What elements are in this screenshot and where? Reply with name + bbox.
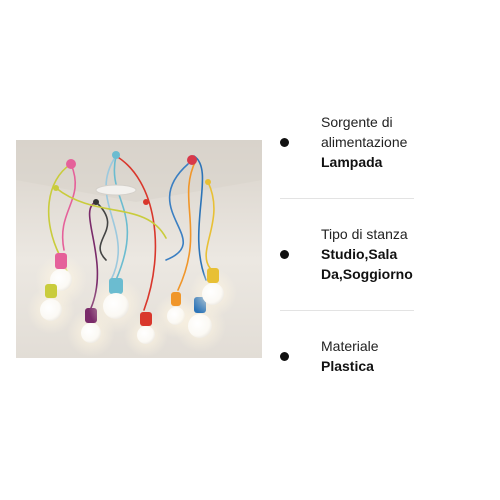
spec-value: Plastica — [321, 358, 374, 374]
spec-value: Lampada — [321, 154, 383, 170]
spec-value: Studio,Sala Da,Soggiorno — [321, 246, 413, 282]
product-photo-colorful-pendant-lamp — [16, 140, 262, 358]
bullet-icon — [280, 250, 289, 259]
bullet-icon — [280, 352, 289, 361]
spec-divider — [280, 198, 414, 199]
spec-divider — [280, 310, 414, 311]
spec-label: Sorgente di alimentazione — [321, 114, 408, 150]
spec-label: Materiale — [321, 338, 379, 354]
spec-label: Tipo di stanza — [321, 226, 408, 242]
bullet-icon — [280, 138, 289, 147]
pendant-lamp-illustration — [16, 140, 262, 358]
